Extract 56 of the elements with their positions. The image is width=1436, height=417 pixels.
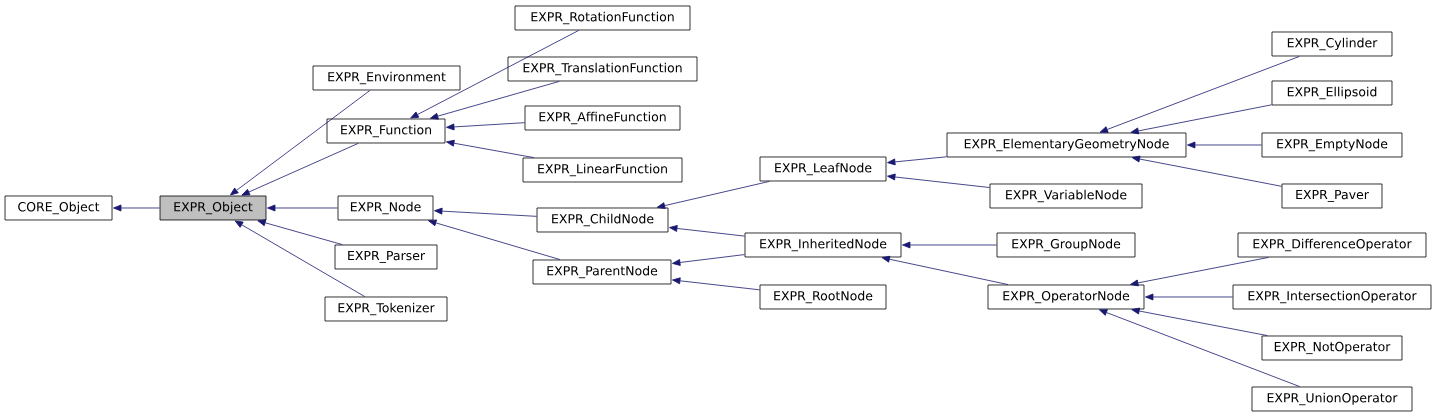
arrow [446, 122, 525, 131]
class-box: EXPR_TranslationFunction [507, 56, 698, 82]
class-box: EXPR_RotationFunction [514, 5, 691, 31]
class-box: EXPR_Object [159, 195, 267, 221]
arrow [434, 207, 537, 217]
arrow [672, 277, 760, 291]
arrow [234, 220, 366, 297]
class-box: EXPR_VariableNode [989, 183, 1143, 209]
class-box: EXPR_Environment [312, 65, 461, 91]
class-box: EXPR_Node [337, 195, 434, 221]
arrow [672, 254, 745, 266]
class-box: EXPR_Tokenizer [324, 296, 448, 322]
class-box: EXPR_DifferenceOperator [1237, 232, 1427, 258]
class-box: EXPR_AffineFunction [524, 105, 681, 131]
arrow [881, 255, 1009, 285]
class-box: EXPR_Function [326, 118, 446, 144]
arrow [1098, 309, 1301, 387]
arrow [887, 173, 990, 188]
arrow [113, 204, 160, 212]
arrow [257, 219, 343, 245]
arrow [1187, 141, 1262, 149]
arrow [230, 90, 371, 196]
class-box: EXPR_OperatorNode [987, 284, 1145, 310]
arrow [446, 139, 535, 158]
class-box: CORE_Object [4, 195, 113, 221]
class-box: EXPR_InheritedNode [744, 232, 902, 258]
class-box: EXPR_NotOperator [1261, 335, 1403, 361]
class-box: EXPR_Cylinder [1271, 31, 1393, 57]
class-box: EXPR_EmptyNode [1261, 132, 1403, 158]
arrow [1131, 155, 1282, 187]
arrow [902, 241, 997, 249]
class-box: EXPR_UnionOperator [1251, 386, 1413, 412]
arrow [656, 181, 770, 209]
class-box: EXPR_Paver [1281, 183, 1383, 209]
arrow [428, 219, 561, 260]
class-box: EXPR_LinearFunction [522, 157, 683, 183]
class-box: EXPR_Parser [334, 244, 438, 270]
arrow [887, 156, 947, 166]
class-box: EXPR_ElementaryGeometryNode [946, 132, 1187, 158]
class-box: EXPR_RootNode [759, 284, 887, 310]
arrow [1130, 104, 1272, 135]
class-box: EXPR_LeafNode [759, 156, 887, 182]
class-box: EXPR_ParentNode [532, 259, 672, 285]
arrow [241, 143, 359, 196]
arrow [267, 204, 338, 212]
arrow [1145, 293, 1233, 301]
arrow [1099, 56, 1300, 133]
arrow [410, 30, 580, 119]
arrow [1130, 257, 1269, 287]
class-box: EXPR_IntersectionOperator [1232, 284, 1432, 310]
class-box: EXPR_GroupNode [996, 232, 1136, 258]
class-box: EXPR_ChildNode [536, 207, 669, 233]
class-box: EXPR_Ellipsoid [1271, 80, 1393, 106]
arrow [1131, 307, 1268, 336]
arrow [429, 81, 560, 120]
arrow [669, 225, 745, 237]
